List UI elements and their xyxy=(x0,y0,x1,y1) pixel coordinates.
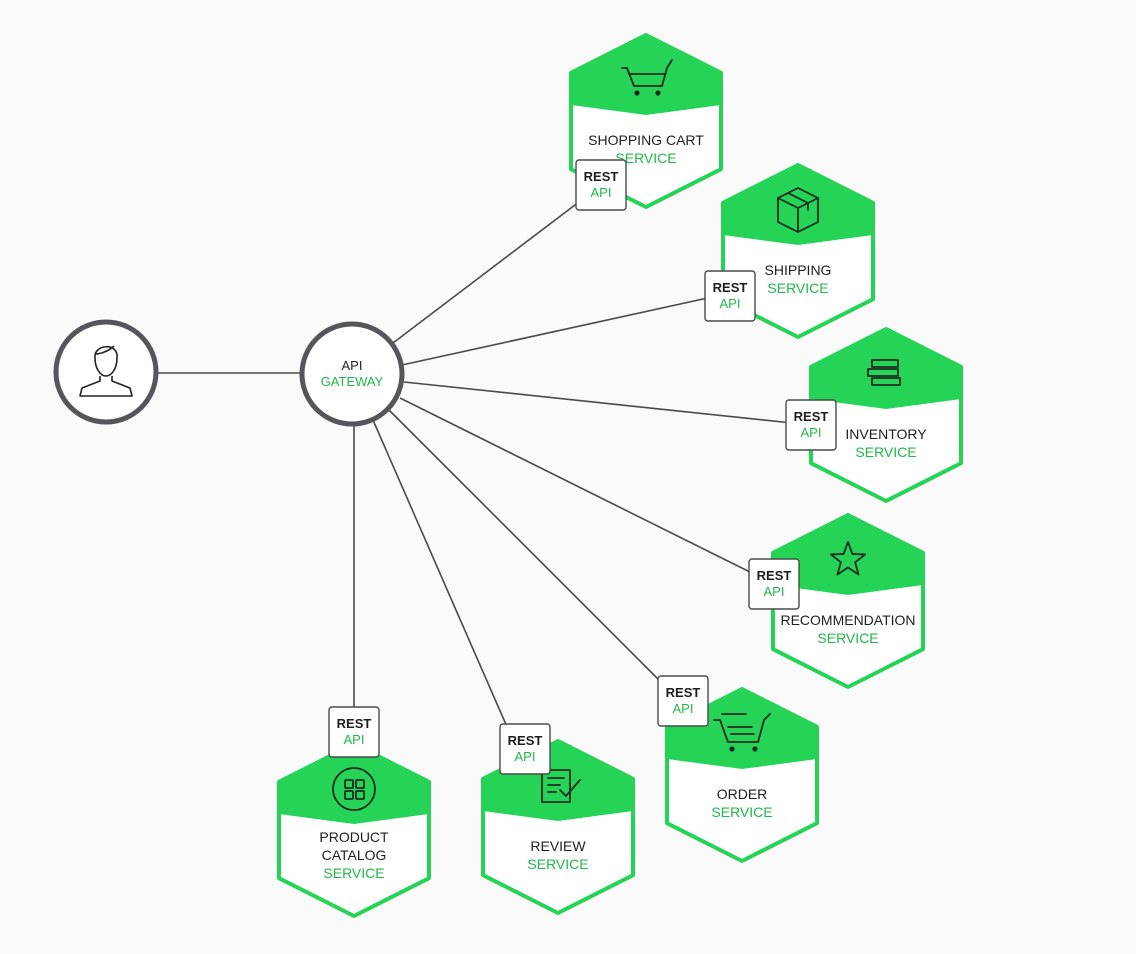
user-icon xyxy=(79,345,133,397)
service-subtitle: SERVICE xyxy=(711,804,772,820)
hexagon-outline xyxy=(569,33,723,209)
user-node xyxy=(53,319,159,425)
service-product-catalog: PRODUCT CATALOG SERVICE xyxy=(277,742,431,918)
gateway-title: API xyxy=(342,358,363,373)
service-title: INVENTORY xyxy=(845,426,927,442)
edge-gateway-review xyxy=(372,419,512,737)
hexagon-outline xyxy=(771,513,925,689)
service-subtitle: SERVICE xyxy=(767,280,828,296)
rest-label: REST xyxy=(337,716,372,731)
api-label: API xyxy=(801,425,822,440)
gateway-subtitle: GATEWAY xyxy=(321,374,384,389)
hexagon-outline xyxy=(721,163,875,339)
edge-gateway-inventory xyxy=(403,381,793,424)
service-subtitle: SERVICE xyxy=(615,150,676,166)
rest-label: REST xyxy=(584,169,619,184)
service-title: SHIPPING xyxy=(765,262,832,278)
review-icon xyxy=(541,769,581,803)
service-inventory: INVENTORY SERVICE xyxy=(809,327,963,503)
api-label: API xyxy=(515,749,536,764)
service-title: SHOPPING CART xyxy=(588,132,704,148)
api-label: API xyxy=(591,185,612,200)
edge-gateway-order xyxy=(388,409,672,693)
service-subtitle: SERVICE xyxy=(855,444,916,460)
api-label: API xyxy=(764,584,785,599)
stack-icon xyxy=(867,359,901,386)
edge-gateway-shopping-cart xyxy=(392,185,601,344)
service-subtitle: SERVICE xyxy=(527,856,588,872)
service-recommendation: RECOMMENDATION SERVICE xyxy=(771,513,925,689)
box-icon xyxy=(777,187,819,233)
rest-label: REST xyxy=(666,685,701,700)
edge-gateway-recommendation xyxy=(399,397,761,578)
service-title: RECOMMENDATION xyxy=(780,612,915,628)
grid-icon xyxy=(332,767,376,811)
hexagon-cap xyxy=(723,165,873,245)
edge-gateway-shipping xyxy=(401,296,713,366)
order-cart-icon xyxy=(713,713,771,752)
hexagon-cap xyxy=(571,35,721,115)
hexagon-outline xyxy=(665,687,819,863)
api-label: API xyxy=(673,701,694,716)
service-shipping: SHIPPING SERVICE xyxy=(721,163,875,339)
rest-label: REST xyxy=(713,280,748,295)
api-label: API xyxy=(344,732,365,747)
service-subtitle: SERVICE xyxy=(323,865,384,881)
service-title: ORDER xyxy=(717,786,768,802)
star-icon xyxy=(829,541,867,576)
service-title: CATALOG xyxy=(322,847,387,863)
hexagon-outline xyxy=(809,327,963,503)
service-title: REVIEW xyxy=(530,838,586,854)
rest-label: REST xyxy=(757,568,792,583)
hexagon-outline xyxy=(277,742,431,918)
api-label: API xyxy=(720,296,741,311)
service-title: PRODUCT xyxy=(319,829,389,845)
rest-label: REST xyxy=(508,733,543,748)
rest-label: REST xyxy=(794,409,829,424)
shopping-cart-icon xyxy=(621,59,673,96)
service-subtitle: SERVICE xyxy=(817,630,878,646)
hexagon-outline xyxy=(481,739,635,915)
